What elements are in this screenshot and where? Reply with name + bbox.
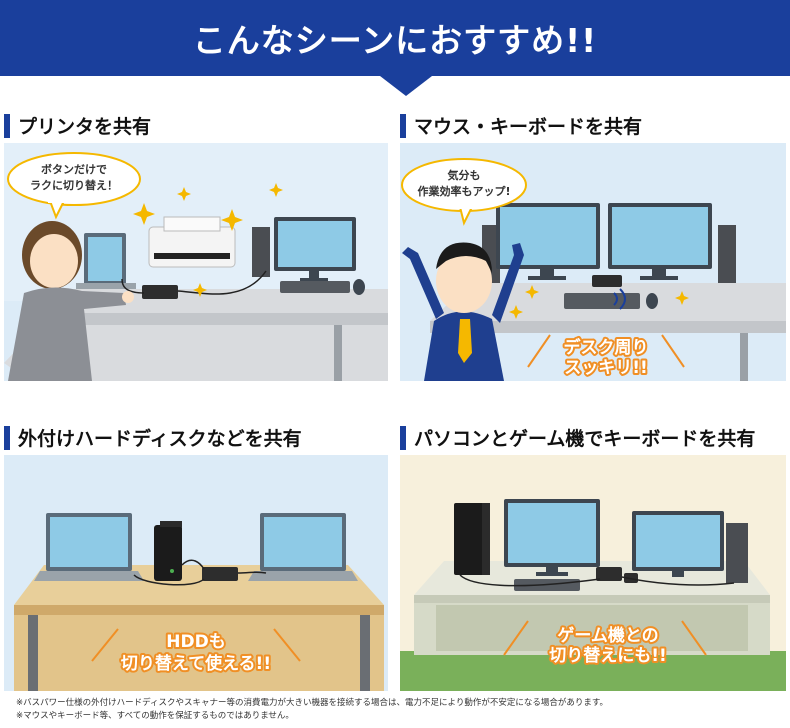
scene-hdd: HDDも 切り替えて使える!! (4, 455, 388, 691)
section-title-hdd: 外付けハードディスクなどを共有 (18, 428, 302, 450)
bubble-line-1: 気分も (448, 168, 481, 182)
section-marker (400, 426, 406, 450)
banner-pointer (380, 76, 432, 96)
scene-printer: ボタンだけで ラクに切り替え！ (4, 143, 388, 381)
header-banner (0, 0, 790, 76)
slogan-line-2: スッキリ!! (564, 358, 648, 378)
footnotes: ※バスパワー仕様の外付けハードディスクやスキャナー等の消費電力が大きい機器を接続… (16, 697, 608, 723)
section-title-game-console: パソコンとゲーム機でキーボードを共有 (414, 428, 756, 450)
scene-mouse-keyboard: 気分も 作業効率もアップ! デスク周り スッキリ!! (400, 143, 786, 381)
section-hdd: 外付けハードディスクなどを共有 (4, 424, 394, 454)
section-title-mouse-keyboard: マウス・キーボードを共有 (414, 116, 643, 138)
section-printer: プリンタを共有 (4, 112, 384, 142)
section-game-console: パソコンとゲーム機でキーボードを共有 (400, 424, 790, 454)
footnote-1: ※バスパワー仕様の外付けハードディスクやスキャナー等の消費電力が大きい機器を接続… (16, 698, 609, 708)
bubble-line-1: ボタンだけで (41, 162, 107, 176)
section-marker (4, 426, 10, 450)
slogan-line-1: デスク周り (564, 337, 649, 358)
section-marker (4, 114, 10, 138)
bubble-line-2: 作業効率もアップ! (417, 184, 510, 198)
section-mouse-keyboard: マウス・キーボードを共有 (400, 112, 790, 142)
slogan-line-2: 切り替えにも!! (549, 645, 667, 666)
footnote-2: ※マウスやキーボード等、すべての動作を保証するものではありません。 (16, 711, 294, 721)
slogan-line-1: ゲーム機との (557, 625, 658, 646)
slogan-line-2: 切り替えて使える!! (121, 653, 271, 674)
section-marker (400, 114, 406, 138)
section-title-printer: プリンタを共有 (18, 116, 152, 138)
bubble-line-2: ラクに切り替え！ (30, 178, 118, 192)
slogan-line-1: HDDも (166, 632, 225, 652)
scene-game-console: ゲーム機との 切り替えにも!! (400, 455, 786, 691)
banner-title: こんなシーンにおすすめ!! (192, 21, 598, 60)
